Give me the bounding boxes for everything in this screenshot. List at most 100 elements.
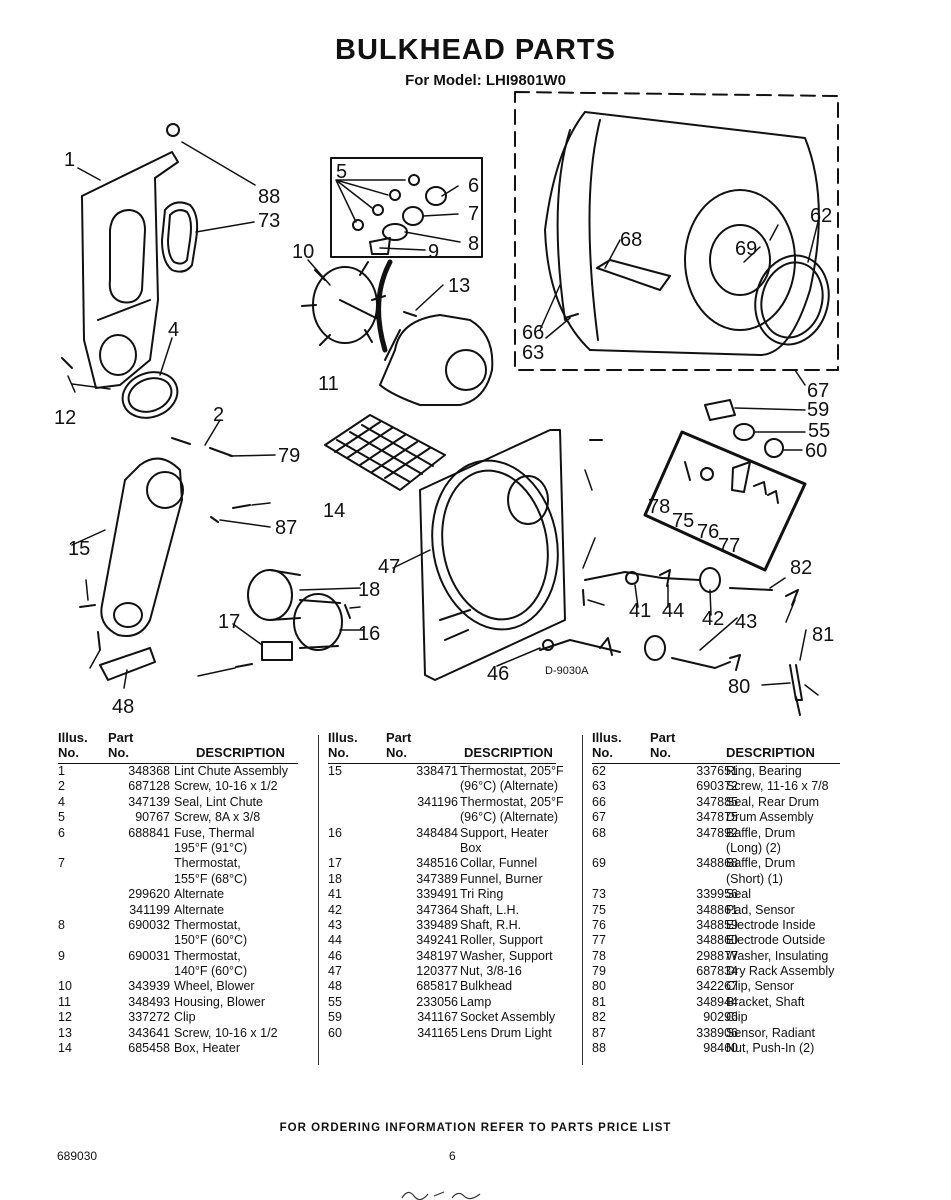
burner-funnel bbox=[247, 569, 343, 651]
callout-77: 77 bbox=[718, 535, 740, 557]
table-row: 140°F (60°C) bbox=[58, 964, 308, 979]
handwritten-mark bbox=[401, 1191, 481, 1200]
part-number: 348516 bbox=[416, 856, 458, 871]
callout-46: 46 bbox=[487, 663, 509, 685]
drum-assembly-boundary bbox=[514, 91, 839, 371]
illus-number: 77 bbox=[592, 933, 606, 948]
part-description: Fuse, Thermal bbox=[174, 825, 255, 840]
part-description: Screw, 11-16 x 7/8 bbox=[726, 779, 829, 794]
part-description: Baffle, Drum bbox=[726, 856, 796, 871]
part-description: Bulkhead bbox=[460, 979, 513, 994]
blower-wheel bbox=[301, 261, 386, 346]
part-description: Thermostat, bbox=[174, 856, 241, 871]
illus-number: 10 bbox=[58, 979, 72, 994]
socket-assembly bbox=[704, 399, 736, 421]
part-number: 338471 bbox=[416, 764, 458, 778]
part-description: Shaft, R.H. bbox=[460, 917, 522, 932]
part-number: 90296 bbox=[703, 1010, 738, 1025]
document-number: 689030 bbox=[57, 1149, 98, 1163]
bearing-ring bbox=[754, 254, 830, 346]
part-description: Washer, Support bbox=[460, 948, 553, 963]
header-rule bbox=[592, 763, 840, 764]
part-number: 299620 bbox=[128, 887, 170, 902]
lamp bbox=[733, 423, 755, 441]
part-description: Alternate bbox=[174, 902, 225, 917]
part-description: Thermostat, bbox=[174, 948, 241, 963]
illus-number: 46 bbox=[328, 948, 342, 963]
part-number: 685817 bbox=[416, 979, 458, 994]
part-description: Baffle, Drum bbox=[726, 825, 796, 840]
dry-rack-assembly bbox=[324, 414, 446, 491]
callout-9: 9 bbox=[428, 241, 439, 263]
part-description: Roller, Support bbox=[460, 933, 543, 948]
ordering-note: FOR ORDERING INFORMATION REFER TO PARTS … bbox=[279, 1122, 672, 1134]
part-description: Support, Heater bbox=[460, 825, 549, 840]
table-row: (96°C) (Alternate) bbox=[328, 779, 578, 794]
callout-80: 80 bbox=[728, 676, 750, 698]
part-description: Tri Ring bbox=[460, 887, 504, 902]
drum-assembly bbox=[544, 111, 820, 356]
part-number: 687834 bbox=[696, 964, 738, 979]
illus-number: 59 bbox=[328, 1010, 342, 1025]
part-number: 338906 bbox=[696, 1025, 738, 1040]
illus-number: 2 bbox=[58, 779, 65, 794]
callout-5: 5 bbox=[336, 161, 347, 183]
illus-number: 43 bbox=[328, 917, 342, 932]
part-number: 339489 bbox=[416, 917, 458, 932]
part-description: Clip bbox=[174, 1010, 196, 1025]
illus-number: 16 bbox=[328, 825, 342, 840]
bulkhead bbox=[419, 429, 566, 681]
part-number: 348859 bbox=[696, 917, 738, 932]
illus-number: 75 bbox=[592, 902, 606, 917]
callout-13: 13 bbox=[448, 275, 470, 297]
part-number: 348868 bbox=[696, 856, 738, 871]
part-description: Screw, 10-16 x 1/2 bbox=[174, 1025, 278, 1040]
part-description: Lint Chute Assembly bbox=[174, 764, 288, 778]
callout-12: 12 bbox=[54, 407, 76, 429]
part-description: Screw, 10-16 x 1/2 bbox=[174, 779, 278, 794]
page-title: BULKHEAD PARTS bbox=[335, 34, 616, 66]
callout-67: 67 bbox=[807, 380, 829, 402]
part-number: 341199 bbox=[129, 902, 170, 917]
illus-number: 7 bbox=[58, 856, 65, 871]
illus-number: 5 bbox=[58, 810, 65, 825]
callout-15: 15 bbox=[68, 538, 90, 560]
illus-number: 63 bbox=[592, 779, 606, 794]
illus-number: 80 bbox=[592, 979, 606, 994]
header-description: DESCRIPTION bbox=[464, 745, 553, 760]
part-number: 339956 bbox=[696, 887, 738, 902]
part-number: 348493 bbox=[128, 994, 170, 1009]
part-description: Box, Heater bbox=[174, 1041, 241, 1056]
table-row: 341199 Alternate bbox=[58, 903, 308, 918]
illus-number: 41 bbox=[328, 887, 342, 902]
header-description: DESCRIPTION bbox=[196, 745, 285, 760]
illus-number: 17 bbox=[328, 856, 342, 871]
part-number: 348860 bbox=[696, 933, 738, 948]
part-description: Housing, Blower bbox=[174, 994, 266, 1009]
